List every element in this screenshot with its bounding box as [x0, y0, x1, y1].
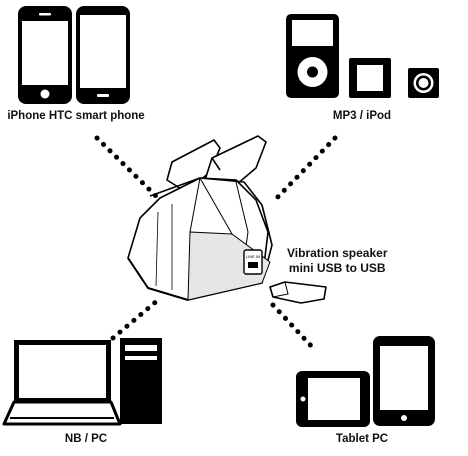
speaker-note-line2: mini USB to USB	[288, 261, 386, 275]
htc-phone-icon	[76, 6, 130, 104]
mp3-round-player-icon	[408, 68, 439, 98]
label-phone: iPhone HTC smart phone	[7, 110, 145, 122]
tablet-landscape-icon	[296, 371, 370, 427]
mp3-square-player-icon	[349, 58, 391, 98]
connector-tablet	[270, 302, 318, 353]
label-nbpc: NB / PC	[64, 433, 108, 445]
connector-nbpc	[110, 297, 161, 341]
pc-tower-icon	[120, 338, 162, 424]
label-mp3: MP3 / iPod	[332, 110, 392, 122]
iphone-icon	[18, 6, 72, 104]
dotted-connectors	[94, 135, 338, 353]
connector-mp3	[269, 135, 338, 206]
speaker-note: Vibration speaker mini USB to USB	[287, 246, 388, 276]
speaker-note-line1: Vibration speaker	[287, 246, 388, 260]
ipod-icon	[286, 14, 339, 98]
laptop-icon	[2, 340, 122, 426]
tablet-portrait-icon	[373, 336, 435, 426]
port-label: LINE IN	[246, 254, 260, 259]
usb-cable-arrow-icon	[269, 281, 327, 304]
vibration-speaker-icon	[127, 135, 273, 301]
label-tablet: Tablet PC	[335, 433, 389, 445]
connector-phone	[94, 135, 163, 203]
